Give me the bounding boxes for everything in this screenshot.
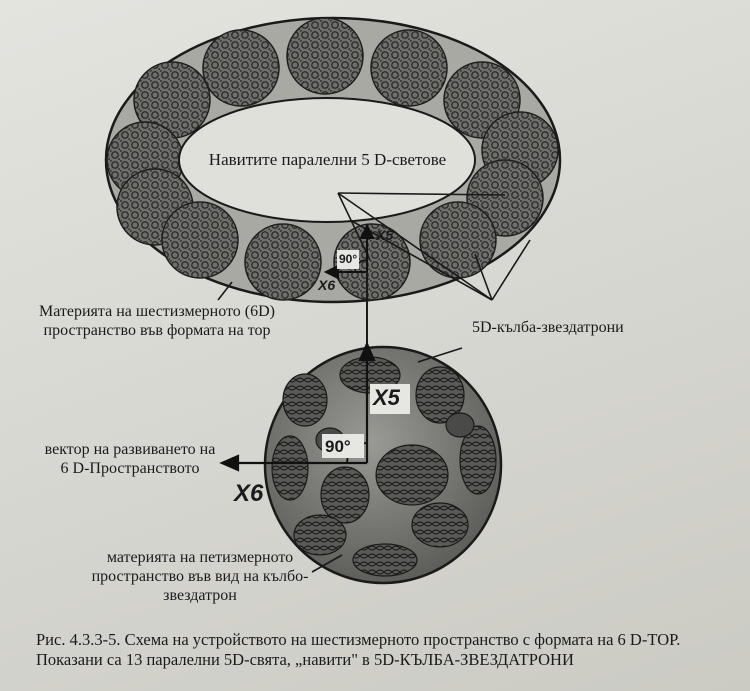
inner-hole-label: Навитите паралелни 5 D-светове <box>208 150 447 169</box>
vector-label: вектор на развиването на 6 D-Пространств… <box>44 441 216 477</box>
top-angle-label: 90° <box>337 250 360 269</box>
torus-sphere <box>244 223 322 301</box>
sphere-cell <box>282 373 328 427</box>
figure-caption: Рис. 4.3.3-5. Схема на устройството на ш… <box>36 630 681 669</box>
spheres-label: 5D-кълба-звездатрони <box>472 319 624 336</box>
pointer-lines <box>337 192 531 301</box>
sphere-cell <box>445 412 475 438</box>
torus-inner-hole <box>178 97 476 223</box>
big-x5-box <box>370 384 410 414</box>
big-x6-label: X6 <box>234 480 264 507</box>
big-angle-label: 90° <box>325 437 351 456</box>
torus-sphere <box>286 17 364 95</box>
sphere-matter-label: материята на петизмерното пространство в… <box>91 549 309 604</box>
sphere-cell <box>320 466 370 524</box>
big-sphere-cells <box>271 356 497 577</box>
sphere-cell <box>411 502 469 548</box>
sphere-cell <box>352 543 418 577</box>
big-x5-label: X5 <box>373 385 400 410</box>
top-x5-label: X5 <box>376 227 394 243</box>
top-x6-label: X6 <box>318 277 336 293</box>
sphere-cell <box>293 514 347 556</box>
leader-lines <box>217 281 463 573</box>
sphere-cell <box>415 366 465 424</box>
torus-sphere <box>202 29 280 107</box>
sphere-cell <box>271 435 309 501</box>
big-angle-box <box>322 434 364 458</box>
torus-sphere <box>370 29 448 107</box>
torus-matter-label: Материята на шестизмерното (6D) простран… <box>38 303 276 339</box>
sphere-cell <box>375 444 449 506</box>
torus-sphere <box>161 201 239 279</box>
torus-spheres <box>106 17 559 301</box>
sphere-cell <box>459 425 497 495</box>
